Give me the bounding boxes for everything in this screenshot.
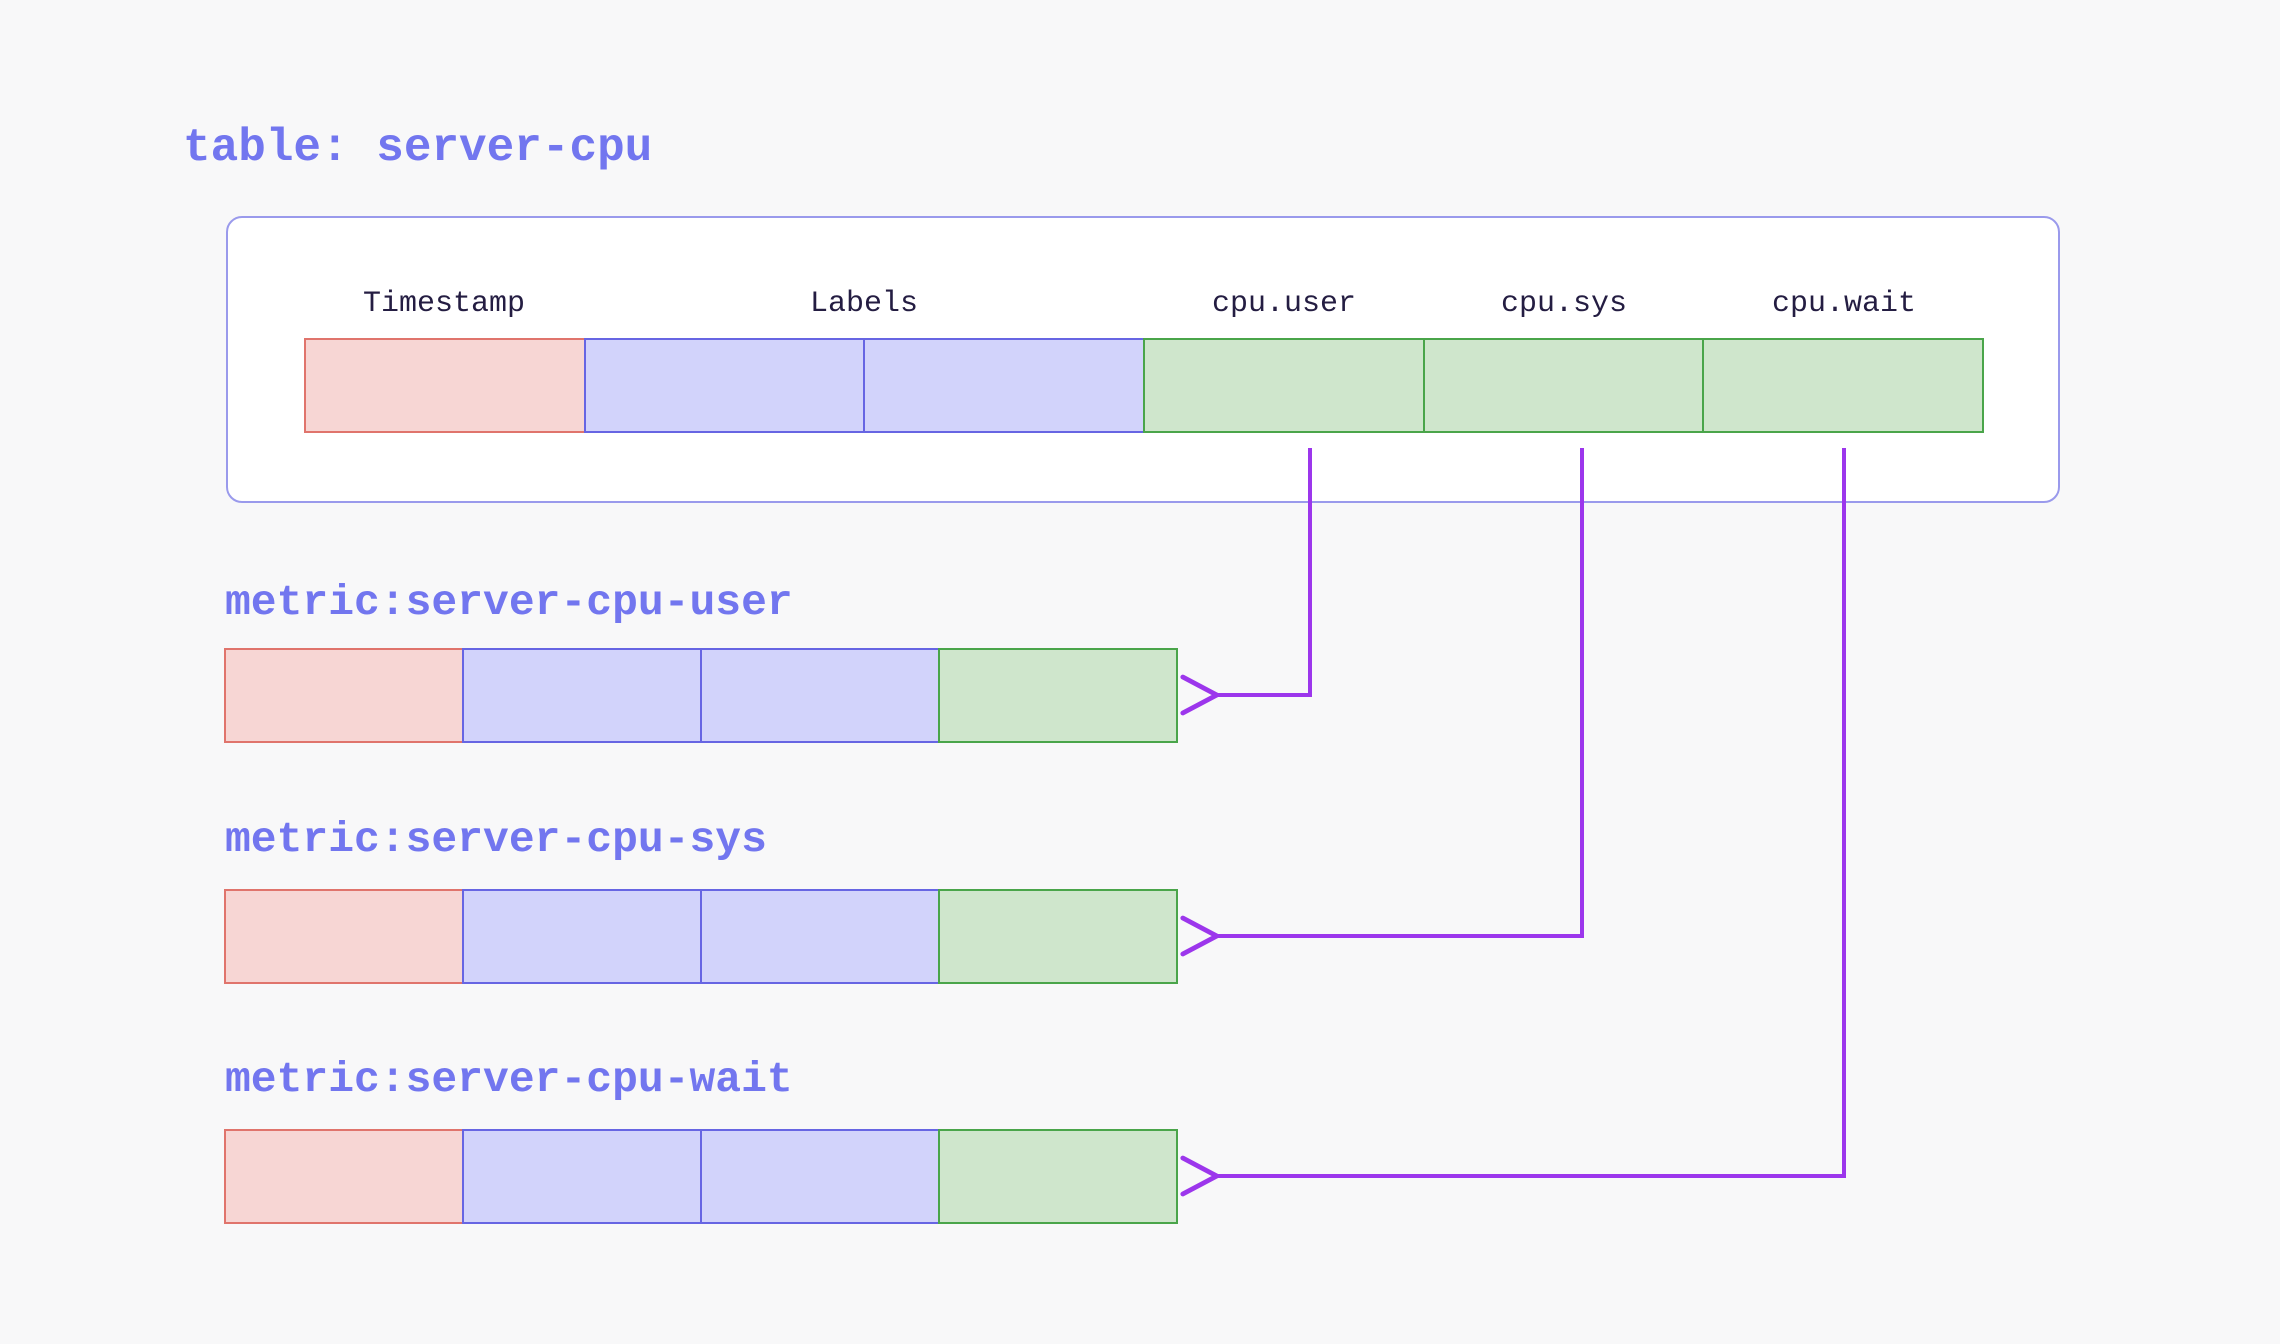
timestamp-cell	[304, 338, 586, 433]
labels-cell	[462, 889, 702, 984]
table-row	[304, 338, 1985, 433]
labels-cell	[700, 889, 940, 984]
column-header-timestamp: Timestamp	[362, 287, 526, 321]
column-header-labels: Labels	[809, 287, 919, 321]
value-cell	[938, 1129, 1178, 1224]
value-cell	[938, 889, 1178, 984]
arrow-cpu-sys-to-metric	[1180, 448, 1584, 957]
value-cell	[938, 648, 1178, 743]
value-cell	[1422, 338, 1705, 433]
value-cell	[1702, 338, 1985, 433]
metric-row-user	[224, 648, 1178, 743]
table-title: table: server-cpu	[183, 122, 653, 174]
labels-cell	[700, 648, 940, 743]
metric-title-user: metric:server-cpu-user	[225, 578, 793, 627]
labels-cell	[700, 1129, 940, 1224]
timestamp-cell	[224, 1129, 464, 1224]
column-header-cpu-sys: cpu.sys	[1500, 287, 1628, 321]
labels-cell	[863, 338, 1146, 433]
metric-row-wait	[224, 1129, 1178, 1224]
labels-cell	[462, 1129, 702, 1224]
labels-cell	[583, 338, 866, 433]
labels-cell	[462, 648, 702, 743]
metric-title-sys: metric:server-cpu-sys	[225, 815, 767, 864]
metric-row-sys	[224, 889, 1178, 984]
metric-title-wait: metric:server-cpu-wait	[225, 1055, 793, 1104]
timestamp-cell	[224, 889, 464, 984]
value-cell	[1143, 338, 1425, 433]
arrow-cpu-wait-to-metric	[1180, 448, 1846, 1197]
column-header-cpu-wait: cpu.wait	[1771, 287, 1917, 321]
column-header-cpu-user: cpu.user	[1211, 287, 1357, 321]
timestamp-cell	[224, 648, 464, 743]
